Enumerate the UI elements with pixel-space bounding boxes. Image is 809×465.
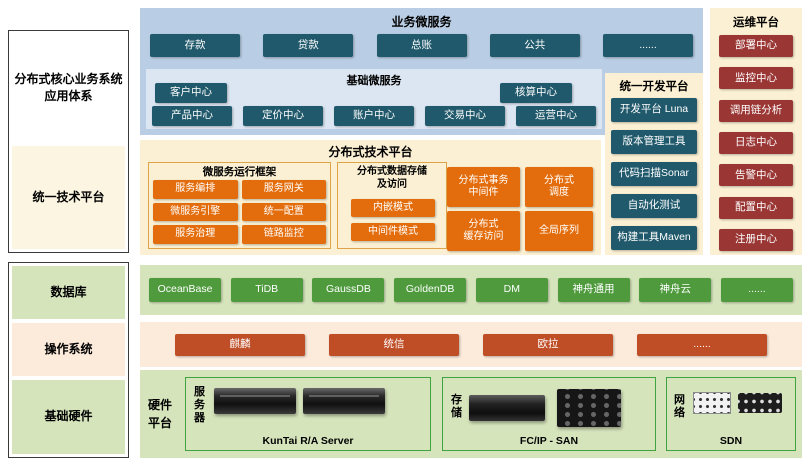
center-pricing: 定价中心 [243, 106, 323, 126]
server-label: 服务器 [194, 386, 205, 425]
storage-label: 存储 [451, 394, 462, 420]
sidebar-application-group: 分布式核心业务系统 应用体系 统一技术平台 [8, 30, 129, 253]
sidebar-hardware-label: 基础硬件 [12, 379, 125, 454]
dev-platform-title: 统一开发平台 [619, 81, 689, 93]
distributed-tech-panel: 分布式技术平台 微服务运行框架 服务编排 服务网关 微服务引擎 统一配置 服务治… [140, 140, 601, 255]
business-buttons-row: 存款 贷款 总账 公共 ...... [150, 34, 693, 57]
business-microservices-title: 业务微服务 [391, 15, 452, 29]
database-row: OceanBase TiDB GaussDB GoldenDB DM 神舟通用 … [140, 265, 802, 315]
db-tidb: TiDB [230, 278, 303, 302]
basic-microservices-panel: 基础微服务 客户中心 核算中心 产品中心 定价中心 账户中心 交易中心 运营中心 [146, 69, 602, 129]
os-openeuler: 欧拉 [483, 333, 613, 356]
fw-service-gateway: 服务网关 [241, 180, 326, 199]
fw-microservice-engine: 微服务引擎 [153, 202, 238, 222]
fw-unified-config: 统一配置 [241, 202, 326, 222]
os-uos: 统信 [329, 333, 459, 356]
storage-middleware-mode: 中间件模式 [351, 223, 435, 241]
center-accounting: 核算中心 [500, 83, 572, 103]
sidebar-database-label: 数据库 [12, 266, 125, 319]
db-more: ...... [720, 278, 793, 302]
ops-tracing-analysis: 调用链分析 [719, 99, 793, 122]
fw-link-monitoring: 链路监控 [241, 225, 326, 244]
server-images [214, 388, 385, 414]
global-sequence: 全局序列 [525, 211, 593, 251]
dev-buttons-column: 开发平台 Luna 版本管理工具 代码扫描Sonar 自动化测试 构建工具Mav… [605, 98, 703, 250]
center-operation: 运营中心 [516, 106, 596, 126]
ops-platform-panel: 运维平台 部署中心 监控中心 调用链分析 日志中心 告警中心 配置中心 注册中心 [710, 8, 802, 255]
ops-buttons-column: 部署中心 监控中心 调用链分析 日志中心 告警中心 配置中心 注册中心 [710, 35, 802, 251]
module-deposit: 存款 [150, 34, 240, 57]
storage-embedded-mode: 内嵌模式 [351, 199, 435, 217]
ops-alert-center: 告警中心 [719, 164, 793, 187]
ops-platform-title: 运维平台 [733, 17, 779, 29]
network-caption: SDN [719, 435, 743, 447]
os-more: ...... [637, 333, 767, 356]
module-general-ledger: 总账 [376, 34, 467, 57]
fw-service-orchestration: 服务编排 [153, 180, 238, 199]
distributed-cache-access: 分布式 缓存访问 [447, 211, 520, 251]
port-panel-image [693, 392, 731, 414]
rack-server-image [214, 388, 296, 414]
microservice-framework-box: 微服务运行框架 服务编排 服务网关 微服务引擎 统一配置 服务治理 链路监控 [148, 162, 331, 249]
module-loan: 贷款 [263, 34, 354, 57]
dev-build-maven: 构建工具Maven [611, 226, 697, 250]
hardware-platform-label: 硬件 平台 [148, 398, 173, 430]
db-dm: DM [475, 278, 548, 302]
os-kylin: 麒麟 [175, 333, 305, 356]
center-product: 产品中心 [152, 106, 232, 126]
ops-config-center: 配置中心 [719, 196, 793, 219]
center-transaction: 交易中心 [425, 106, 505, 126]
ops-monitor-center: 监控中心 [719, 67, 793, 90]
distributed-tech-title: 分布式技术平台 [328, 145, 413, 159]
server-caption: KunTai R/A Server [262, 435, 354, 447]
ops-deploy-center: 部署中心 [719, 35, 793, 57]
storage-box: 存储 FC/IP - SAN [442, 377, 656, 451]
distributed-storage-title: 分布式数据存储 及访问 [357, 166, 427, 190]
os-row: 麒麟 统信 欧拉 ...... [140, 322, 802, 367]
framework-buttons-grid: 服务编排 服务网关 微服务引擎 统一配置 服务治理 链路监控 [153, 180, 326, 244]
db-shenzhou-general: 神舟通用 [557, 278, 630, 302]
network-box: 网络 SDN [666, 377, 796, 451]
server-box: 服务器 KunTai R/A Server [185, 377, 431, 451]
business-microservices-panel: 业务微服务 存款 贷款 总账 公共 ...... 基础微服务 客户中心 核算中心… [140, 8, 703, 135]
basic-buttons-row: 产品中心 定价中心 账户中心 交易中心 运营中心 [152, 106, 596, 126]
db-shenzhou-cloud: 神舟云 [639, 278, 712, 302]
san-storage-image [469, 395, 545, 421]
network-images [693, 392, 782, 414]
dev-version-tool: 版本管理工具 [611, 130, 697, 154]
drive-bay-image [557, 389, 621, 427]
module-public: 公共 [489, 34, 580, 57]
dev-platform-luna: 开发平台 Luna [611, 98, 697, 122]
module-more: ...... [603, 34, 693, 57]
dev-automated-test: 自动化测试 [611, 194, 697, 218]
ops-log-center: 日志中心 [719, 131, 793, 154]
db-oceanbase: OceanBase [149, 278, 221, 302]
ops-registry-center: 注册中心 [719, 228, 793, 251]
sidebar-os-label: 操作系统 [12, 322, 125, 376]
storage-images [469, 386, 621, 430]
distributed-storage-box: 分布式数据存储 及访问 内嵌模式 中间件模式 [337, 162, 447, 249]
distributed-transaction-middleware: 分布式事务 中间件 [447, 167, 520, 207]
microservice-framework-title: 微服务运行框架 [202, 166, 277, 178]
db-goldendb: GoldenDB [394, 278, 467, 302]
switch-image [738, 393, 782, 413]
storage-caption: FC/IP - SAN [519, 435, 579, 447]
distributed-scheduling: 分布式 调度 [525, 167, 593, 207]
sidebar-app-system-label: 分布式核心业务系统 应用体系 [12, 34, 125, 143]
basic-microservices-title: 基础微服务 [346, 75, 402, 87]
fw-service-governance: 服务治理 [153, 225, 238, 244]
center-customer: 客户中心 [155, 83, 227, 103]
sidebar-tech-platform-label: 统一技术平台 [12, 146, 125, 249]
dev-platform-panel: 统一开发平台 开发平台 Luna 版本管理工具 代码扫描Sonar 自动化测试 … [605, 73, 703, 255]
center-account: 账户中心 [334, 106, 414, 126]
db-gaussdb: GaussDB [312, 278, 385, 302]
dev-code-scan-sonar: 代码扫描Sonar [611, 162, 697, 186]
rack-server-image [303, 388, 385, 414]
sidebar-infrastructure-group: 数据库 操作系统 基础硬件 [8, 262, 129, 458]
hardware-row: 硬件 平台 服务器 KunTai R/A Server 存储 FC/IP - S… [140, 370, 802, 458]
network-label: 网络 [674, 394, 685, 420]
